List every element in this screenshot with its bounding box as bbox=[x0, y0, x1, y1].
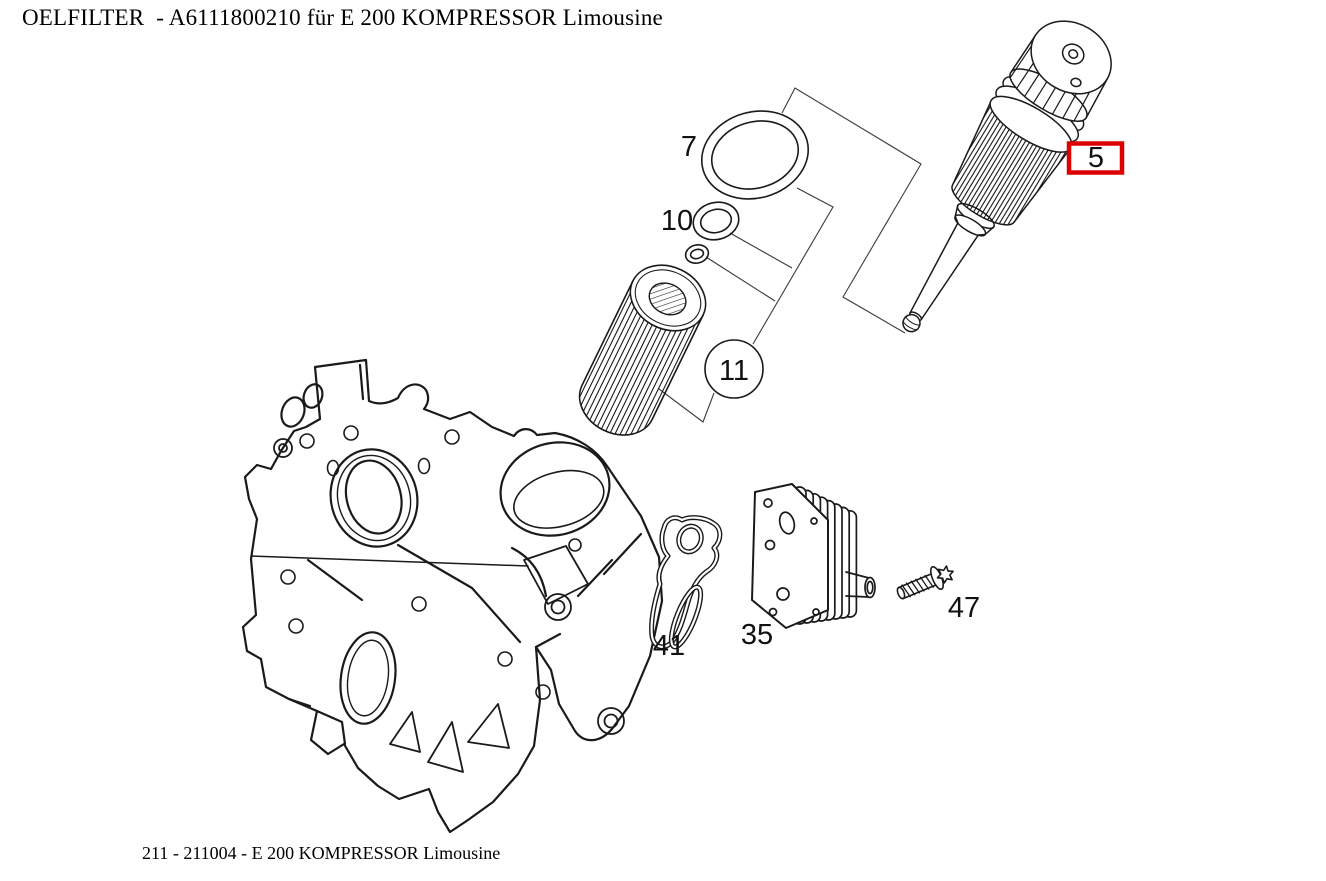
callout-label-7[interactable]: 7 bbox=[681, 131, 697, 163]
rib-line bbox=[396, 543, 522, 644]
window-cutout bbox=[523, 545, 589, 605]
hatch-line bbox=[568, 280, 638, 420]
crown-facets bbox=[1009, 45, 1091, 122]
gasket-part41-drawing bbox=[649, 515, 723, 650]
cooler-plate bbox=[751, 483, 829, 629]
gasket-lower-loop-white bbox=[670, 586, 702, 648]
filter-top-rim bbox=[634, 269, 702, 327]
leader-small-ring bbox=[705, 256, 776, 302]
filter-body-outline bbox=[578, 280, 704, 436]
callout-balloon-11[interactable]: 11 bbox=[704, 339, 764, 399]
cap-stem bbox=[909, 220, 981, 321]
hatch-line bbox=[633, 311, 702, 448]
ball-ridges bbox=[902, 316, 921, 331]
leader-ring7-to-cap bbox=[781, 87, 922, 334]
highlight-box[interactable] bbox=[1066, 141, 1125, 175]
hatch-line bbox=[1002, 135, 1063, 234]
o-ring-small bbox=[684, 244, 710, 264]
hatch-line bbox=[1012, 141, 1073, 238]
cooler-hole bbox=[768, 607, 778, 617]
bolt-part47-drawing bbox=[896, 565, 954, 600]
hatch-line bbox=[947, 102, 1008, 201]
leader-filter-element bbox=[658, 388, 715, 423]
page-footer-caption: 211 - 211004 - E 200 KOMPRESSOR Limousin… bbox=[142, 843, 501, 863]
cooler-hole bbox=[763, 498, 773, 508]
step-line bbox=[287, 697, 347, 746]
filter-element-drawing bbox=[568, 264, 707, 448]
bolt-holes bbox=[280, 425, 582, 700]
cooler-hole bbox=[776, 587, 790, 601]
o-ring-large-part7 bbox=[700, 110, 810, 200]
cooler-hole-oval bbox=[778, 511, 796, 535]
gasket-loop-inner-white bbox=[650, 516, 721, 648]
callout-label-35[interactable]: 35 bbox=[741, 619, 773, 651]
bolt-torx-head bbox=[936, 565, 954, 584]
cooler-spigot bbox=[845, 571, 870, 598]
skirt-outline bbox=[951, 101, 1071, 226]
highlighted-callout-5[interactable]: 5 bbox=[1066, 141, 1125, 175]
cap-center-ring bbox=[1061, 43, 1085, 65]
oil-cooler-part35-drawing bbox=[751, 483, 876, 629]
gasket-top-eye-white bbox=[677, 525, 703, 553]
cooler-hole bbox=[812, 608, 820, 616]
lower-oval-opening bbox=[339, 631, 397, 725]
page-title: OELFILTER - A6111800210 für E 200 KOMPRE… bbox=[22, 5, 663, 30]
collar-sides bbox=[954, 204, 995, 236]
casting-lump bbox=[280, 396, 306, 428]
rib-line bbox=[510, 546, 548, 598]
balloon-circle[interactable] bbox=[704, 339, 764, 399]
cap-vent-hole bbox=[1070, 77, 1082, 88]
cap-center-hole bbox=[1068, 49, 1079, 59]
filter-housing-bore bbox=[499, 441, 611, 537]
rib-line bbox=[534, 632, 562, 649]
crown-sides bbox=[1010, 35, 1108, 119]
callout-label-41[interactable]: 41 bbox=[653, 630, 685, 662]
cover-tab-edge bbox=[358, 363, 365, 401]
cooler-hole bbox=[764, 539, 776, 551]
callout-label-5[interactable]: 5 bbox=[1088, 142, 1104, 174]
filter-center-hole bbox=[648, 282, 687, 316]
flange-line bbox=[250, 555, 529, 567]
bolt-threads bbox=[901, 574, 934, 598]
cooler-spigot-bore bbox=[866, 580, 874, 595]
cover-silhouette bbox=[241, 358, 664, 834]
engine-front-cover-drawing bbox=[241, 358, 664, 834]
leader-ring10 bbox=[729, 232, 793, 269]
casting-lump bbox=[302, 383, 324, 409]
rib-line bbox=[306, 558, 364, 602]
bracket-line bbox=[576, 532, 643, 598]
brace-triangle bbox=[389, 703, 510, 773]
bolt-boss bbox=[273, 438, 625, 735]
o-ring-medium-part10 bbox=[692, 201, 740, 241]
callout-label-11[interactable]: 11 bbox=[719, 355, 749, 387]
leader-lines bbox=[658, 87, 922, 423]
bolt-tip bbox=[896, 586, 906, 600]
callout-label-10[interactable]: 10 bbox=[661, 205, 693, 237]
cooler-hole bbox=[810, 517, 818, 525]
callout-label-47[interactable]: 47 bbox=[948, 592, 980, 624]
hatch-line bbox=[937, 95, 997, 195]
crankshaft-opening bbox=[329, 448, 419, 548]
oil-filter-cap-drawing bbox=[902, 20, 1112, 333]
leader-trunk-to-balloon bbox=[752, 187, 834, 345]
hatch-line bbox=[628, 309, 698, 448]
hatch-line bbox=[572, 281, 642, 422]
